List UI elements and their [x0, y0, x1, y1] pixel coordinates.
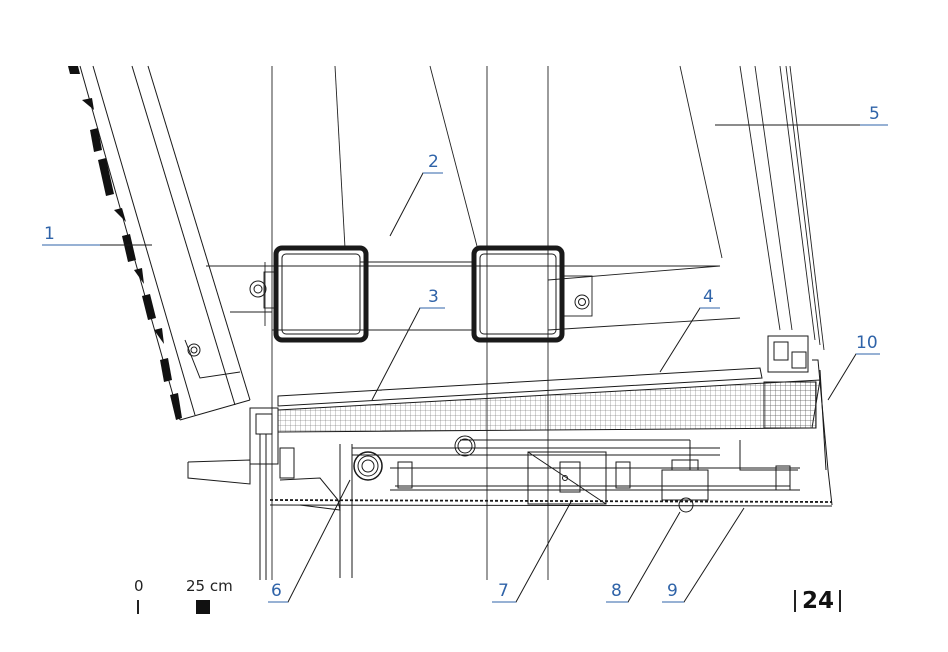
callout-underlines	[42, 124, 888, 603]
scale-zero-label: 0	[134, 577, 144, 595]
ceiling-substructure	[269, 435, 833, 578]
callout-6: 6	[271, 581, 282, 601]
callout-2: 2	[428, 152, 439, 172]
scale-square	[196, 600, 210, 614]
anchor-bolts	[249, 280, 590, 310]
right-facade-profile	[739, 335, 829, 471]
callout-9: 9	[667, 581, 678, 601]
callout-4: 4	[703, 287, 714, 307]
scale-length-label: 25 cm	[186, 577, 233, 595]
callout-10: 10	[856, 333, 878, 353]
callout-1: 1	[44, 224, 55, 244]
callout-3: 3	[428, 287, 439, 307]
drain-pipe	[353, 451, 383, 481]
steel-box-left	[263, 245, 369, 343]
callout-8: 8	[611, 581, 622, 601]
page-number: 24	[802, 588, 835, 614]
gutter-bracket	[187, 407, 341, 580]
page-number-left-bar	[794, 590, 796, 612]
sawtooth-edge	[68, 66, 182, 420]
callout-7: 7	[498, 581, 509, 601]
background-lines	[206, 65, 825, 580]
page-number-right-bar	[839, 590, 841, 612]
callout-5: 5	[869, 104, 880, 124]
sloped-insulation	[277, 367, 821, 433]
scale-zero-tick	[137, 600, 139, 614]
steel-box-right	[471, 245, 593, 343]
